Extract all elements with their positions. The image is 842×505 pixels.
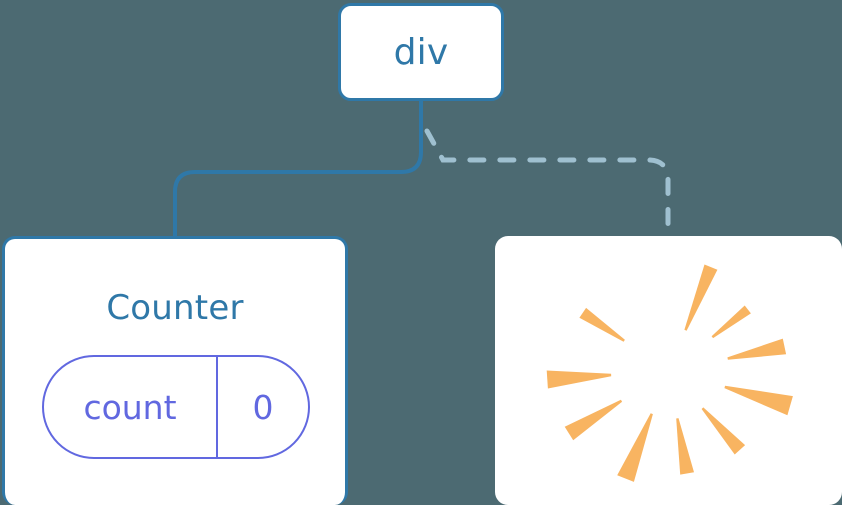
- counter-node-title: Counter: [106, 288, 244, 328]
- burst-ray-10: [578, 307, 625, 342]
- burst-ray-4: [723, 385, 793, 415]
- burst-ray-8: [564, 399, 622, 440]
- burst-ray-5: [701, 406, 745, 454]
- burst-node[interactable]: [495, 236, 842, 505]
- burst-ray-1: [683, 264, 717, 331]
- state-key-label: count: [83, 387, 177, 427]
- burst-ray-2: [711, 305, 751, 338]
- sparkle-burst-icon: [546, 264, 793, 482]
- burst-ray-9: [546, 370, 611, 388]
- burst-rays: [546, 264, 793, 482]
- state-value-label: 0: [216, 357, 308, 457]
- div-node[interactable]: div: [338, 3, 504, 101]
- edge-div-to-counter: [173, 99, 423, 240]
- burst-ray-3: [726, 338, 786, 360]
- counter-state-pill[interactable]: count 0: [42, 355, 310, 459]
- edge-div-to-burst: [424, 128, 671, 241]
- div-node-title: div: [393, 32, 449, 73]
- burst-ray-7: [616, 412, 653, 482]
- burst-ray-6: [675, 417, 694, 475]
